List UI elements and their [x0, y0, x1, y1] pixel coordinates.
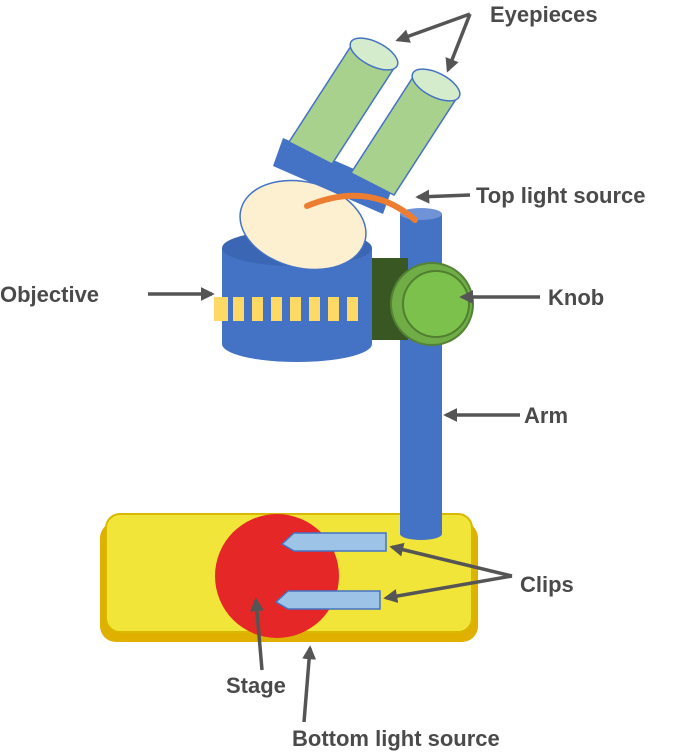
label-knob: Knob	[548, 285, 604, 310]
top-light-arc	[304, 192, 418, 223]
arrow-clip-upper	[389, 542, 513, 578]
objective-stripes	[214, 297, 358, 321]
knob	[390, 262, 474, 346]
eyepiece-right	[349, 68, 461, 196]
label-top-light-source: Top light source	[476, 183, 645, 208]
arrow-stage	[249, 597, 264, 671]
eyepiece-left	[287, 37, 399, 165]
label-clips: Clips	[520, 572, 574, 597]
label-bottom-light-source: Bottom light source	[292, 726, 500, 751]
label-stage: Stage	[226, 673, 286, 698]
arm	[400, 208, 442, 540]
label-arm: Arm	[524, 403, 568, 428]
label-eyepieces: Eyepieces	[490, 2, 598, 27]
arrow-eyepiece-2	[445, 13, 472, 73]
clip-upper	[280, 532, 387, 552]
arrow-bottom-light	[302, 645, 317, 723]
clip-lower	[274, 590, 381, 610]
arrow-eyepiece-1	[395, 12, 471, 43]
arrows	[148, 12, 540, 723]
arrow-clip-lower	[383, 574, 513, 603]
label-objective: Objective	[0, 282, 99, 307]
arrow-top-light	[415, 189, 471, 204]
